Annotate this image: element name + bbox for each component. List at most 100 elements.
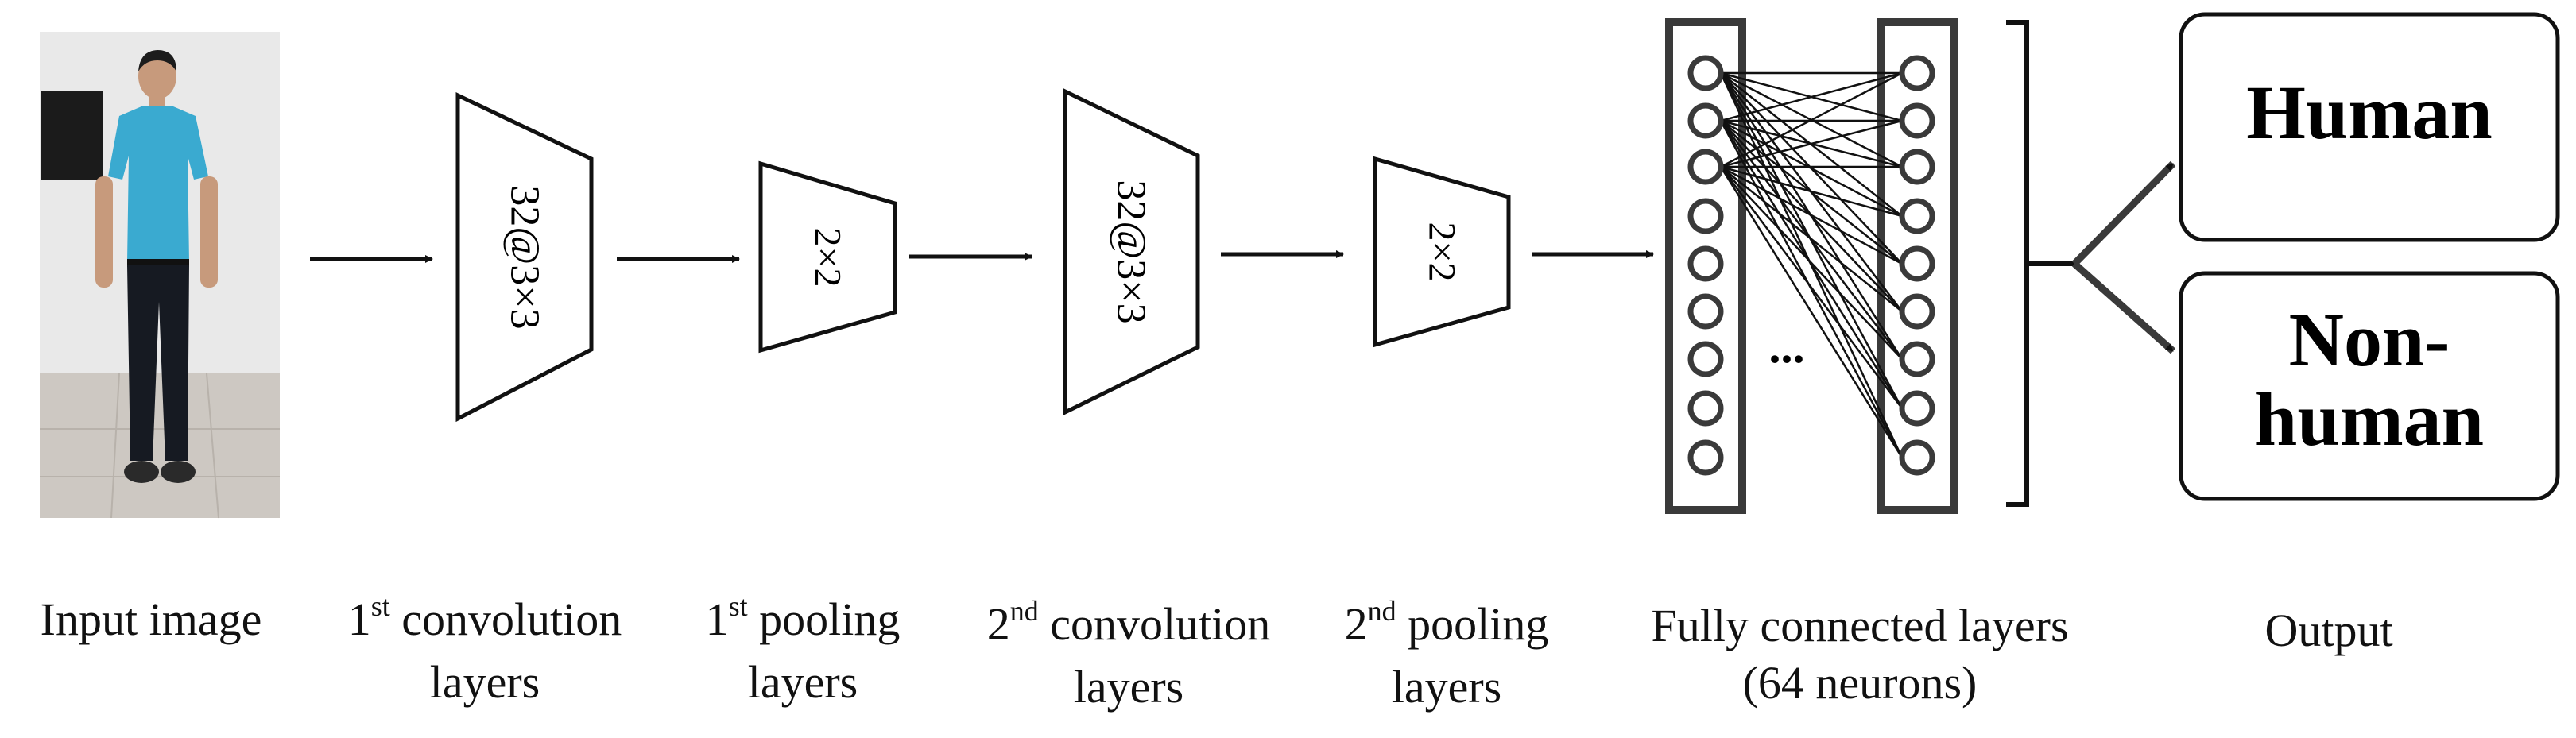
neuron-right bbox=[1899, 390, 1935, 427]
nonhuman-box bbox=[2179, 271, 2560, 501]
nonhuman-label-line1: Non- bbox=[2289, 297, 2450, 382]
caption-conv2: 2nd convolution layers bbox=[954, 595, 1303, 716]
photo-floor bbox=[40, 373, 280, 518]
pool1-text: 2×2 bbox=[807, 227, 849, 287]
photo-floor-seam bbox=[110, 373, 120, 519]
caption-conv2-line2: layers bbox=[1073, 661, 1184, 713]
caption-output: Output bbox=[2194, 602, 2464, 659]
fc-connection-line bbox=[1720, 71, 1903, 168]
person-arm-right bbox=[200, 176, 218, 288]
fc-connection-line bbox=[1720, 166, 1903, 360]
fc-connection-line bbox=[1719, 166, 1904, 458]
arrow-to-nonhuman bbox=[2072, 261, 2175, 354]
caption-input-image: Input image bbox=[0, 591, 302, 648]
fc-ellipsis: ... bbox=[1769, 320, 1805, 373]
output-bracket bbox=[2006, 20, 2029, 507]
conv1-block: 32@3×3 bbox=[455, 92, 594, 423]
fc-connection-line bbox=[1720, 119, 1903, 218]
caption-conv1: 1st convolution layers bbox=[318, 590, 652, 711]
pool2-trapezoid bbox=[1373, 156, 1511, 348]
neuron-right bbox=[1899, 439, 1935, 476]
wall-screen bbox=[41, 91, 103, 180]
neuron-right bbox=[1899, 102, 1935, 139]
neuron-left bbox=[1687, 390, 1724, 427]
neuron-right bbox=[1899, 341, 1935, 377]
caption-pool2-sup: nd bbox=[1367, 595, 1396, 627]
fc-right-neurons bbox=[1899, 55, 1935, 476]
caption-conv2-sup: nd bbox=[1009, 595, 1039, 627]
caption-conv1-sup: st bbox=[370, 590, 390, 622]
caption-pool1-sup: st bbox=[728, 590, 748, 622]
input-image bbox=[40, 32, 280, 519]
neuron-left bbox=[1687, 102, 1724, 139]
output-nonhuman-box: Non- human bbox=[2179, 271, 2560, 501]
fc-connection-line bbox=[1720, 119, 1903, 168]
conv2-trapezoid bbox=[1063, 88, 1200, 416]
caption-pool2-ordinal: 2 bbox=[1344, 598, 1368, 650]
caption-pool1: 1st pooling layers bbox=[676, 590, 930, 711]
neuron-left bbox=[1687, 293, 1724, 330]
arrow-to-human bbox=[2071, 160, 2176, 267]
fc-connection-line bbox=[1720, 165, 1903, 218]
neuron-left bbox=[1687, 341, 1724, 377]
human-label: Human bbox=[2246, 70, 2492, 155]
conv2-text: 32@3×3 bbox=[1109, 180, 1154, 323]
caption-output-text: Output bbox=[2264, 605, 2393, 656]
fc-connection-line bbox=[1720, 165, 1903, 265]
caption-pool2-line2: layers bbox=[1391, 661, 1502, 713]
caption-fc-line1: Fully connected layers bbox=[1651, 600, 2069, 651]
person-arm-left bbox=[95, 176, 113, 288]
caption-pool1-text: pooling bbox=[747, 593, 901, 645]
caption-fc: Fully connected layers (64 neurons) bbox=[1598, 597, 2122, 712]
pool2-block: 2×2 bbox=[1373, 156, 1511, 348]
person-shirt bbox=[108, 106, 208, 262]
fc-connections bbox=[1719, 71, 1904, 458]
caption-input-text: Input image bbox=[40, 593, 262, 645]
fc-connection-line bbox=[1720, 71, 1903, 122]
caption-conv1-line2: layers bbox=[429, 656, 540, 708]
person-hair bbox=[138, 50, 176, 71]
caption-pool1-ordinal: 1 bbox=[705, 593, 729, 645]
caption-conv2-text: convolution bbox=[1038, 598, 1271, 650]
conv1-text: 32@3×3 bbox=[502, 185, 548, 329]
caption-pool2: 2nd pooling layers bbox=[1319, 595, 1574, 716]
caption-conv1-text: convolution bbox=[389, 593, 622, 645]
neuron-left bbox=[1687, 198, 1724, 234]
person-trousers bbox=[127, 265, 189, 461]
neuron-right bbox=[1899, 198, 1935, 234]
fc-connection-line bbox=[1719, 120, 1904, 409]
neuron-right bbox=[1899, 245, 1935, 282]
neuron-left bbox=[1687, 149, 1724, 185]
fc-connection-line bbox=[1720, 166, 1903, 409]
neuron-right bbox=[1899, 55, 1935, 91]
person-head bbox=[138, 53, 176, 99]
caption-pool2-text: pooling bbox=[1396, 598, 1549, 650]
person-neck bbox=[149, 95, 165, 108]
caption-pool2-line1: 2nd pooling bbox=[1319, 595, 1574, 659]
neuron-right bbox=[1899, 149, 1935, 185]
person-shoe-right bbox=[161, 461, 196, 483]
person-shoe-left bbox=[124, 461, 159, 483]
person-belt bbox=[127, 259, 189, 267]
conv2-block: 32@3×3 bbox=[1063, 88, 1200, 416]
nonhuman-label-line2: human bbox=[2255, 377, 2484, 462]
fc-block: ... bbox=[1665, 18, 1958, 514]
caption-conv2-line1: 2nd convolution bbox=[954, 595, 1303, 659]
caption-conv1-ordinal: 1 bbox=[347, 593, 371, 645]
fc-left-neurons bbox=[1687, 55, 1724, 476]
caption-conv1-line1: 1st convolution bbox=[318, 590, 652, 654]
neuron-right bbox=[1899, 293, 1935, 330]
caption-conv2-ordinal: 2 bbox=[986, 598, 1010, 650]
caption-fc-line2: (64 neurons) bbox=[1742, 657, 1978, 709]
pool2-text: 2×2 bbox=[1421, 222, 1463, 281]
conv1-trapezoid bbox=[455, 92, 594, 423]
human-box bbox=[2179, 12, 2560, 242]
neuron-left bbox=[1687, 245, 1724, 282]
neuron-left bbox=[1687, 55, 1724, 91]
caption-pool1-line1: 1st pooling bbox=[676, 590, 930, 654]
caption-pool1-line2: layers bbox=[747, 656, 858, 708]
neuron-left bbox=[1687, 439, 1724, 476]
output-human-box: Human bbox=[2179, 12, 2560, 242]
fc-connection-line bbox=[1720, 166, 1903, 312]
